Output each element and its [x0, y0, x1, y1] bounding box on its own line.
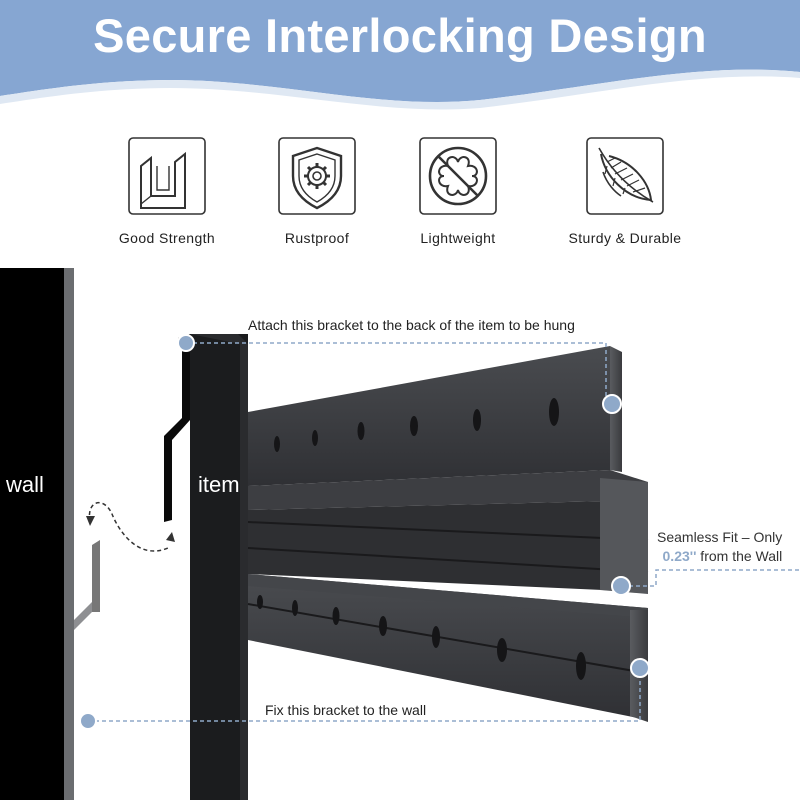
feature-label: Rustproof [284, 230, 350, 246]
marker-fit-gap [611, 576, 631, 596]
marker-wall-bracket [79, 712, 97, 730]
shield-gear-icon [277, 136, 357, 216]
marker-top-edge [602, 394, 622, 414]
page-title: Secure Interlocking Design [93, 9, 707, 62]
feather-icon [585, 136, 665, 216]
install-motion-arrow [88, 502, 169, 552]
header-banner: Secure Interlocking Design [0, 0, 800, 110]
feature-label: Good Strength [118, 230, 216, 246]
wall-surface [64, 268, 74, 800]
marker-bottom-edge [630, 658, 650, 678]
feature-list: Good Strength Rustproof [0, 136, 800, 256]
fit-annotation-line [622, 569, 800, 587]
marker-item-bracket [177, 334, 195, 352]
no-weight-icon [418, 136, 498, 216]
bottom-annotation: Fix this bracket to the wall [265, 702, 427, 718]
wall-label: wall [6, 472, 44, 497]
item-post [190, 334, 248, 800]
bottom-extrusion [248, 574, 648, 720]
feature-lightweight: Lightweight [383, 136, 533, 246]
feature-good-strength: Good Strength [92, 136, 242, 246]
mounting-holes-bottom [257, 595, 586, 680]
wall [0, 268, 64, 800]
mounting-holes-top [274, 398, 559, 452]
header-wave [0, 0, 800, 110]
fit-annotation: Seamless Fit – Only 0.23'' from the Wall [657, 528, 782, 566]
bottom-annotation-line [88, 668, 641, 722]
feature-label: Lightweight [420, 230, 496, 246]
top-extrusion [248, 346, 610, 486]
fit-value: 0.23'' [662, 548, 697, 564]
feature-sturdy-durable: Sturdy & Durable [550, 136, 700, 246]
channel-profile-icon [127, 136, 207, 216]
feature-rustproof: Rustproof [242, 136, 392, 246]
top-annotation: Attach this bracket to the back of the i… [248, 317, 575, 333]
item-label: item [198, 472, 240, 497]
feature-label: Sturdy & Durable [568, 230, 682, 246]
item-bracket [164, 334, 190, 522]
fit-suffix: from the Wall [696, 548, 783, 564]
top-annotation-line [186, 342, 607, 404]
fit-line-1: Seamless Fit – Only [657, 529, 783, 545]
